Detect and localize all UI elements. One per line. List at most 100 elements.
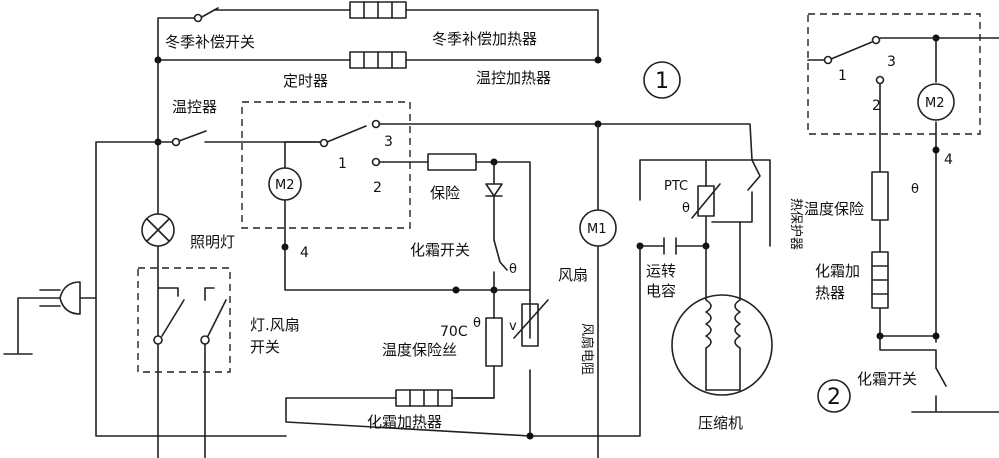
circuit-1: 冬季补偿开关 冬季补偿加热器 温控加热器 温控器 定时器 1 3 2 M2 <box>3 1 803 458</box>
theta-label: θ <box>682 201 690 216</box>
fan-label: 风扇 <box>558 266 588 284</box>
compressor-winding-1 <box>705 245 712 391</box>
m2-label: M2 <box>275 178 295 193</box>
thermostat-label: 温控器 <box>172 98 217 116</box>
contact-4-label: 4 <box>300 245 309 261</box>
defrost-heater-right-segments <box>871 265 889 295</box>
m2-motor <box>268 167 302 201</box>
contact-3-label: 3 <box>384 134 393 150</box>
temp-fuse-element <box>485 317 503 367</box>
fan-resistor-arrow <box>513 299 549 339</box>
contact-2-label: 2 <box>373 180 382 196</box>
temp-fuse-right-label: 温度保险 <box>804 200 864 218</box>
timer-label: 定时器 <box>283 72 328 90</box>
defrost-heater-label: 化霜加热器 <box>367 413 442 431</box>
defrost-heater-right-label-1: 化霜加 <box>815 262 860 280</box>
timer-contact-2-right <box>875 75 885 85</box>
fan-switch-blade <box>207 299 227 337</box>
bottom-bus-wire <box>95 141 287 437</box>
defrost-switch-right <box>911 367 999 413</box>
theta-right-label: θ <box>911 182 919 197</box>
thermal-protector-label: 热保护器 <box>788 198 803 250</box>
winter-heater-label: 冬季补偿加热器 <box>432 30 537 48</box>
timer-switch-wire-right <box>807 37 937 61</box>
contact-3-label-right: 3 <box>887 54 896 70</box>
temp-fuse-wire <box>455 289 495 399</box>
m2-label-right: M2 <box>925 96 945 111</box>
timer-switch-blade <box>326 125 367 143</box>
lamp-switch-wire <box>157 265 179 337</box>
run-cap-label-1: 运转 <box>646 262 676 280</box>
junction <box>526 432 534 440</box>
m1-motor <box>579 209 617 247</box>
plug-body <box>59 281 97 315</box>
thermostat-blade <box>178 130 207 142</box>
ptc-wire <box>639 159 707 247</box>
ptc-label: PTC <box>664 179 688 194</box>
lamp-switch-blade <box>161 299 185 337</box>
fan-v-label: v <box>509 319 517 334</box>
run-cap-label-2: 电容 <box>646 282 676 300</box>
contact-4-label-right: 4 <box>944 152 953 168</box>
timer-blade-right <box>830 41 873 60</box>
winter-switch-contact <box>193 13 203 23</box>
lamp-fan-switch-label-2: 开关 <box>250 338 280 356</box>
thermostat-contact <box>171 137 181 147</box>
theta-label: θ <box>473 316 481 331</box>
winter-switch-blade <box>199 7 219 19</box>
switch-return-wires <box>157 343 206 458</box>
fan-switch-wire <box>204 287 215 301</box>
ptc-element <box>697 185 715 217</box>
m1-label: M1 <box>587 222 607 237</box>
lamp-switch-contact <box>153 335 163 345</box>
fan-resistor-label: 风扇电阻 <box>579 323 595 375</box>
circuit-2-marker <box>817 379 851 413</box>
fuse-label: 保险 <box>430 184 460 202</box>
timer-3-wire <box>378 123 753 161</box>
winter-switch-label: 冬季补偿开关 <box>165 33 255 51</box>
circuit-2-number: 2 <box>827 385 841 410</box>
timer-box <box>241 101 411 229</box>
junction <box>932 332 940 340</box>
defrost-switch-label: 化霜开关 <box>410 241 470 259</box>
junction <box>452 286 460 294</box>
temp-heater-label: 温控加热器 <box>476 69 551 87</box>
ptc-slash <box>691 183 721 219</box>
m2-motor-right <box>917 83 955 121</box>
defrost-switch-right-label: 化霜开关 <box>857 370 917 388</box>
winter-branch-wire <box>157 9 599 61</box>
plug-prongs <box>3 289 61 355</box>
fuse-wire <box>378 161 531 301</box>
circuit-1-number: 1 <box>655 69 669 94</box>
temp-fuse-right-element <box>871 171 889 221</box>
contact-1-label-right: 1 <box>838 68 847 84</box>
circuit-2: M2 4 1 3 2 θ 温度保险 化霜加 热器 化霜开关 2 <box>804 13 999 413</box>
fuse-element <box>427 153 477 171</box>
temp-70c-label: 70C <box>440 324 468 340</box>
diode <box>485 161 503 241</box>
fan-switch-contact <box>200 335 210 345</box>
timer-contact-3-right <box>871 35 881 45</box>
timer-contact-1 <box>319 138 329 148</box>
defrost-switch-blade <box>493 239 508 271</box>
fan-resistor-element <box>521 303 539 347</box>
timer-box-2 <box>807 13 981 135</box>
lamp-cross <box>146 218 170 242</box>
defrost-heater-wire <box>285 397 531 437</box>
defrost-heater-right-label-2: 热器 <box>815 284 845 302</box>
compressor-motor <box>671 294 773 396</box>
defrost-heater-segments <box>409 389 439 407</box>
lamp-fan-switch-box <box>137 267 231 373</box>
timer-contact-1-right <box>823 55 833 65</box>
compressor-winding-2 <box>734 221 741 391</box>
contact-1-label: 1 <box>338 156 347 172</box>
theta-label: θ <box>509 262 517 277</box>
temp-heater-segments <box>363 51 393 69</box>
compressor-box <box>639 159 771 247</box>
lamp-label: 照明灯 <box>190 233 235 251</box>
winter-heater-segments <box>363 1 393 19</box>
thermal-protector <box>711 159 761 223</box>
lamp-fan-switch-label-1: 灯.风扇 <box>250 316 300 334</box>
run-capacitor <box>663 237 677 255</box>
